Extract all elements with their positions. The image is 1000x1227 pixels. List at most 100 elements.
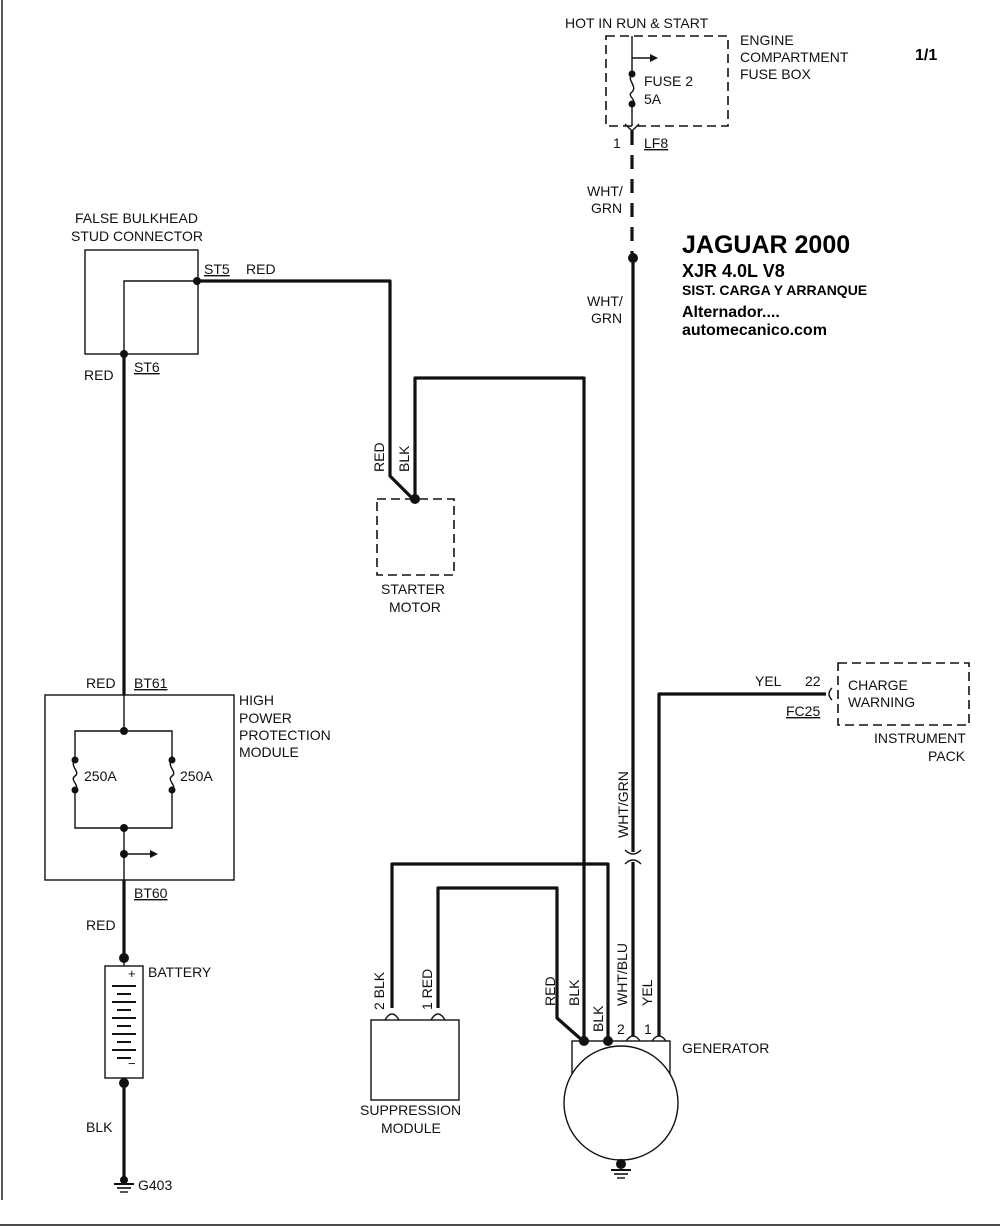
fuse-2-rating: 5A bbox=[644, 91, 662, 107]
bulkhead-name-line-1: FALSE BULKHEAD bbox=[75, 210, 198, 226]
charge-warning-outline bbox=[837, 662, 970, 726]
arrow-head-icon bbox=[650, 54, 658, 62]
hot-in-run-start-label: HOT IN RUN & START bbox=[565, 15, 709, 31]
suppression-name-line-1: SUPPRESSION bbox=[360, 1102, 461, 1118]
suppression-pin-2-label: 2 BLK bbox=[371, 971, 387, 1010]
wire-label-bt61-red: RED bbox=[86, 675, 116, 691]
fuse-box-outline bbox=[605, 35, 729, 127]
connector-lf8-label: LF8 bbox=[644, 135, 668, 151]
ground-g403-label: G403 bbox=[138, 1177, 172, 1193]
page-number: 1/1 bbox=[915, 47, 937, 64]
protection-module-name-line-3: PROTECTION bbox=[239, 727, 331, 743]
title-block: JAGUAR 2000 XJR 4.0L V8 SIST. CARGA Y AR… bbox=[682, 231, 867, 339]
wire-label-starter-blk: BLK bbox=[396, 445, 412, 472]
suppression-name-line-2: MODULE bbox=[381, 1120, 441, 1136]
instrument-pack-name-line-2: PACK bbox=[928, 748, 966, 764]
generator-wire-blk-1-label: BLK bbox=[566, 979, 582, 1006]
fuse-box-name-line-1: ENGINE bbox=[740, 32, 794, 48]
instrument-pack-pin-22: 22 bbox=[805, 673, 821, 689]
suppression-module-outline bbox=[370, 1019, 460, 1101]
generator-case-ground-terminal bbox=[616, 1159, 626, 1169]
title-website: automecanico.com bbox=[682, 322, 827, 339]
fuse-box-pin-1: 1 bbox=[613, 135, 621, 151]
suppression-pin-2-connector-icon bbox=[384, 1013, 400, 1021]
battery-outline bbox=[104, 965, 144, 1079]
high-power-protection-module: BT61 HIGH POWER PROTECTION MODULE 250A 2… bbox=[44, 675, 331, 901]
title-make-year: JAGUAR 2000 bbox=[682, 231, 850, 259]
battery-minus-sign: − bbox=[128, 1056, 136, 1071]
engine-compartment-fuse-box: HOT IN RUN & START ENGINE COMPARTMENT FU… bbox=[565, 15, 849, 151]
connector-bt61-label: BT61 bbox=[134, 675, 168, 691]
fuse-250a-right-label: 250A bbox=[180, 768, 213, 784]
protection-module-name-line-2: POWER bbox=[239, 710, 292, 726]
generator-wire-yel-label: YEL bbox=[639, 979, 655, 1006]
wire-label-st5-red: RED bbox=[246, 261, 276, 277]
generator-pin-1-connector-icon bbox=[651, 1035, 667, 1042]
generator-pin-2-connector-icon bbox=[625, 1035, 641, 1042]
generator-wire-wht-blu-label: WHT/BLU bbox=[614, 943, 630, 1006]
generator-body-icon bbox=[563, 1045, 679, 1161]
generator-name: GENERATOR bbox=[682, 1040, 769, 1056]
charge-warning-line-2: WARNING bbox=[848, 694, 915, 710]
protection-module-name-line-1: HIGH bbox=[239, 692, 274, 708]
battery: + − BATTERY bbox=[104, 958, 212, 1088]
fuse-250a-right-icon bbox=[169, 759, 175, 791]
suppression-pin-1-connector-icon bbox=[430, 1013, 446, 1021]
connector-bt60-label: BT60 bbox=[134, 885, 168, 901]
wire-label-wht-grn-upper-2: GRN bbox=[591, 200, 622, 216]
wire-label-bt60-red: RED bbox=[86, 917, 116, 933]
suppression-module: 2 BLK 1 RED SUPPRESSION MODULE bbox=[360, 969, 461, 1136]
suppression-pin-1-label: 1 RED bbox=[419, 969, 435, 1010]
starter-motor: STARTER MOTOR bbox=[376, 494, 455, 615]
wire-label-wht-grn-lower-2: GRN bbox=[591, 310, 622, 326]
wire-label-wht-grn-upper-1: WHT/ bbox=[587, 183, 623, 199]
battery-plus-sign: + bbox=[128, 966, 136, 981]
wire-blk-suppression-to-generator bbox=[390, 862, 610, 1041]
protection-module-top-bus bbox=[74, 730, 173, 760]
protection-module-name-line-4: MODULE bbox=[239, 744, 299, 760]
generator-wire-red-label: RED bbox=[542, 976, 558, 1006]
battery-cells-icon bbox=[112, 985, 136, 1059]
wire-red-st5-to-starter bbox=[197, 279, 415, 501]
battery-name: BATTERY bbox=[148, 964, 212, 980]
starter-name-line-1: STARTER bbox=[381, 581, 445, 597]
wire-red-suppression-to-generator bbox=[436, 886, 585, 1043]
title-subsystem: Alternador.... bbox=[682, 304, 780, 321]
connector-fc25-label: FC25 bbox=[786, 703, 820, 719]
ground-g403-terminal bbox=[120, 1176, 128, 1184]
starter-motor-outline bbox=[376, 498, 455, 576]
title-model: XJR 4.0L V8 bbox=[682, 261, 785, 281]
generator-stud-b-plus-b bbox=[603, 1036, 613, 1046]
fuse-250a-left-label: 250A bbox=[84, 768, 117, 784]
generator-wire-blk-2-label: BLK bbox=[590, 1005, 606, 1032]
generator-stud-b-plus-a bbox=[579, 1036, 589, 1046]
bulkhead-outline bbox=[84, 249, 199, 355]
instrument-pack-name-line-1: INSTRUMENT bbox=[874, 730, 966, 746]
inline-connector-lower-icon bbox=[624, 859, 642, 865]
wire-label-wht-grn-lower-1: WHT/ bbox=[587, 293, 623, 309]
generator-pin-1-label: 1 bbox=[644, 1021, 652, 1037]
arrow-head-icon bbox=[150, 850, 158, 858]
wire-label-yel-top: YEL bbox=[755, 673, 782, 689]
false-bulkhead-stud-connector: FALSE BULKHEAD STUD CONNECTOR ST5 ST6 bbox=[71, 210, 230, 375]
title-system: SIST. CARGA Y ARRANQUE bbox=[682, 282, 867, 298]
instrument-pack: CHARGE WARNING 22 FC25 INSTRUMENT PACK bbox=[786, 662, 970, 764]
fuse-250a-left-icon bbox=[72, 759, 78, 791]
wire-label-ground-blk: BLK bbox=[86, 1119, 113, 1135]
fuse-box-name-line-3: FUSE BOX bbox=[740, 66, 811, 82]
wire-blk-starter-to-generator bbox=[413, 376, 586, 1041]
fuse-2-element-icon bbox=[629, 73, 635, 105]
ground-g403: G403 bbox=[114, 1176, 172, 1193]
wire-yel-charge-warning-to-generator bbox=[657, 692, 826, 1036]
fuse-2-name: FUSE 2 bbox=[644, 73, 693, 89]
stud-st6-label: ST6 bbox=[134, 359, 160, 375]
starter-motor-terminal bbox=[410, 494, 420, 504]
bulkhead-name-line-2: STUD CONNECTOR bbox=[71, 228, 203, 244]
charge-warning-line-1: CHARGE bbox=[848, 677, 908, 693]
protection-module-outline bbox=[44, 694, 235, 881]
wire-label-st6-red: RED bbox=[84, 367, 114, 383]
protection-module-bottom-bus bbox=[74, 790, 173, 829]
fuse-box-name-line-2: COMPARTMENT bbox=[740, 49, 849, 65]
